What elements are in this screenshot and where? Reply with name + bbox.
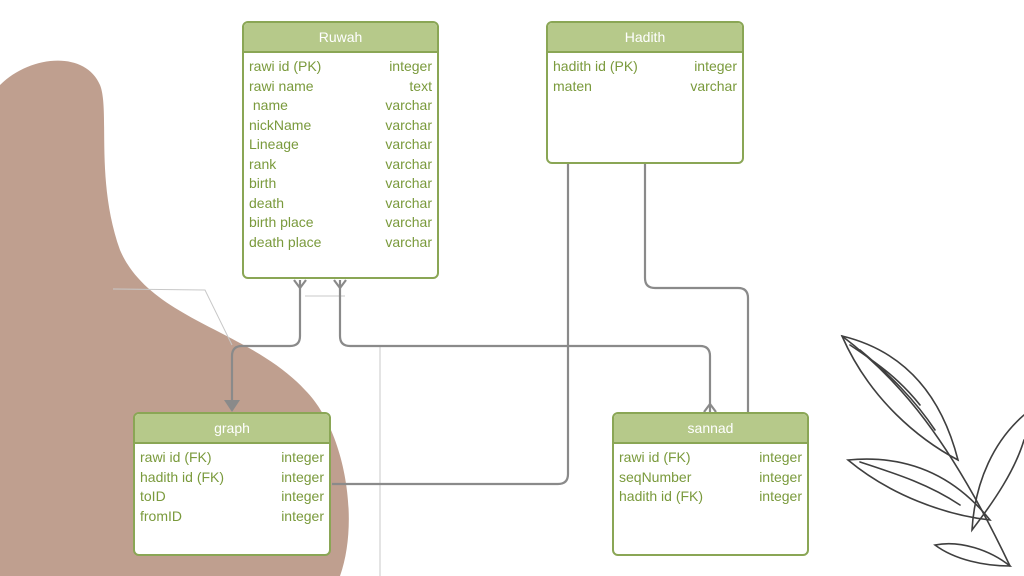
field-name: rawi name xyxy=(249,77,314,94)
field-row: birth varchar xyxy=(249,174,432,194)
connector-hadith-graph xyxy=(332,164,570,486)
table-hadith-title: Hadith xyxy=(548,23,742,53)
field-type: integer xyxy=(759,488,802,504)
crowfoot-ruwah-sannad xyxy=(333,279,347,290)
connector-hadith-sannad xyxy=(643,164,750,412)
connector-ruwah-sannad xyxy=(338,280,712,412)
field-row: fromID integer xyxy=(140,507,324,527)
field-name: fromID xyxy=(140,507,182,524)
field-type: varchar xyxy=(690,77,737,94)
table-sannad-fields: rawi id (FK) integer seqNumber integer had… xyxy=(614,444,807,507)
field-type: varchar xyxy=(385,233,432,250)
table-ruwah-title: Ruwah xyxy=(244,23,437,53)
field-type: integer xyxy=(281,488,324,504)
field-row: maten varchar xyxy=(553,77,737,97)
field-type: integer xyxy=(281,507,324,524)
leaf-1-veins xyxy=(849,344,936,431)
field-name: death xyxy=(249,194,285,211)
crowfoot-sannad-top xyxy=(703,402,717,413)
field-row: name varchar xyxy=(249,96,432,116)
field-name: birth xyxy=(249,175,277,191)
table-hadith[interactable]: Hadith hadith id (PK) integer maten varcha… xyxy=(546,21,744,164)
field-name: seqNumber xyxy=(619,468,692,485)
leaf-3 xyxy=(971,414,1024,533)
field-row: death varchar xyxy=(249,194,432,214)
table-sannad[interactable]: sannad rawi id (FK) integer seqNumber inte… xyxy=(612,412,809,556)
field-type: text xyxy=(409,77,432,94)
field-name: birth place xyxy=(249,214,314,230)
field-type: varchar xyxy=(385,136,432,152)
leaf-1 xyxy=(840,334,960,462)
field-name: hadith id (FK) xyxy=(619,488,704,504)
field-name: rawi id (FK) xyxy=(619,449,691,465)
field-type: integer xyxy=(281,468,324,485)
field-type: varchar xyxy=(385,97,432,113)
field-name: rawi id (FK) xyxy=(140,449,212,465)
field-type: integer xyxy=(759,468,802,485)
field-type: varchar xyxy=(385,155,432,172)
connector-ruwah-graph xyxy=(230,280,302,410)
field-type: varchar xyxy=(385,116,432,133)
field-name: rank xyxy=(249,155,277,172)
table-ruwah[interactable]: Ruwah rawi id (PK) integer rawi name text … xyxy=(242,21,439,279)
field-row: rawi name text xyxy=(249,77,432,97)
leaf-4 xyxy=(933,542,1013,567)
table-graph-fields: rawi id (FK) integer hadith id (FK) intege… xyxy=(135,444,329,526)
field-row: toID integer xyxy=(140,487,324,507)
field-row: death place varchar xyxy=(249,233,432,253)
field-type: integer xyxy=(759,449,802,465)
table-graph[interactable]: graph rawi id (FK) integer hadith id (FK)… xyxy=(133,412,331,556)
field-row: birth place varchar xyxy=(249,213,432,233)
field-row: nickName varchar xyxy=(249,116,432,136)
field-row: hadith id (FK) integer xyxy=(140,468,324,488)
faint-guide-line-1 xyxy=(112,288,233,346)
table-ruwah-fields: rawi id (PK) integer rawi name text name va… xyxy=(244,53,437,252)
field-row: Lineage varchar xyxy=(249,135,432,155)
table-graph-title: graph xyxy=(135,414,329,444)
field-row: rawi id (PK) integer xyxy=(249,57,432,77)
field-row: rank varchar xyxy=(249,155,432,175)
field-row: seqNumber integer xyxy=(619,468,802,488)
field-name: toID xyxy=(140,488,166,504)
field-name: hadith id (PK) xyxy=(553,58,638,74)
field-type: integer xyxy=(281,449,324,465)
field-row: rawi id (FK) integer xyxy=(140,448,324,468)
field-name: Lineage xyxy=(249,136,299,152)
field-name: nickName xyxy=(249,116,312,133)
field-name: hadith id (FK) xyxy=(140,468,225,485)
field-row: hadith id (FK) integer xyxy=(619,487,802,507)
crowfoot-ruwah-graph xyxy=(293,279,307,290)
table-hadith-fields: hadith id (PK) integer maten varchar xyxy=(548,53,742,96)
field-type: integer xyxy=(694,58,737,74)
field-name: rawi id (PK) xyxy=(249,58,322,74)
field-type: varchar xyxy=(385,214,432,230)
field-row: hadith id (PK) integer xyxy=(553,57,737,77)
field-name: death place xyxy=(249,233,322,250)
arrowhead-graph xyxy=(224,400,240,412)
field-name: name xyxy=(249,97,288,113)
field-row: rawi id (FK) integer xyxy=(619,448,802,468)
field-name: maten xyxy=(553,77,592,94)
field-type: integer xyxy=(389,58,432,74)
field-type: varchar xyxy=(385,194,432,211)
field-type: varchar xyxy=(385,175,432,191)
leaf-2 xyxy=(846,458,992,522)
leaf-2-veins xyxy=(859,461,961,506)
table-sannad-title: sannad xyxy=(614,414,807,444)
